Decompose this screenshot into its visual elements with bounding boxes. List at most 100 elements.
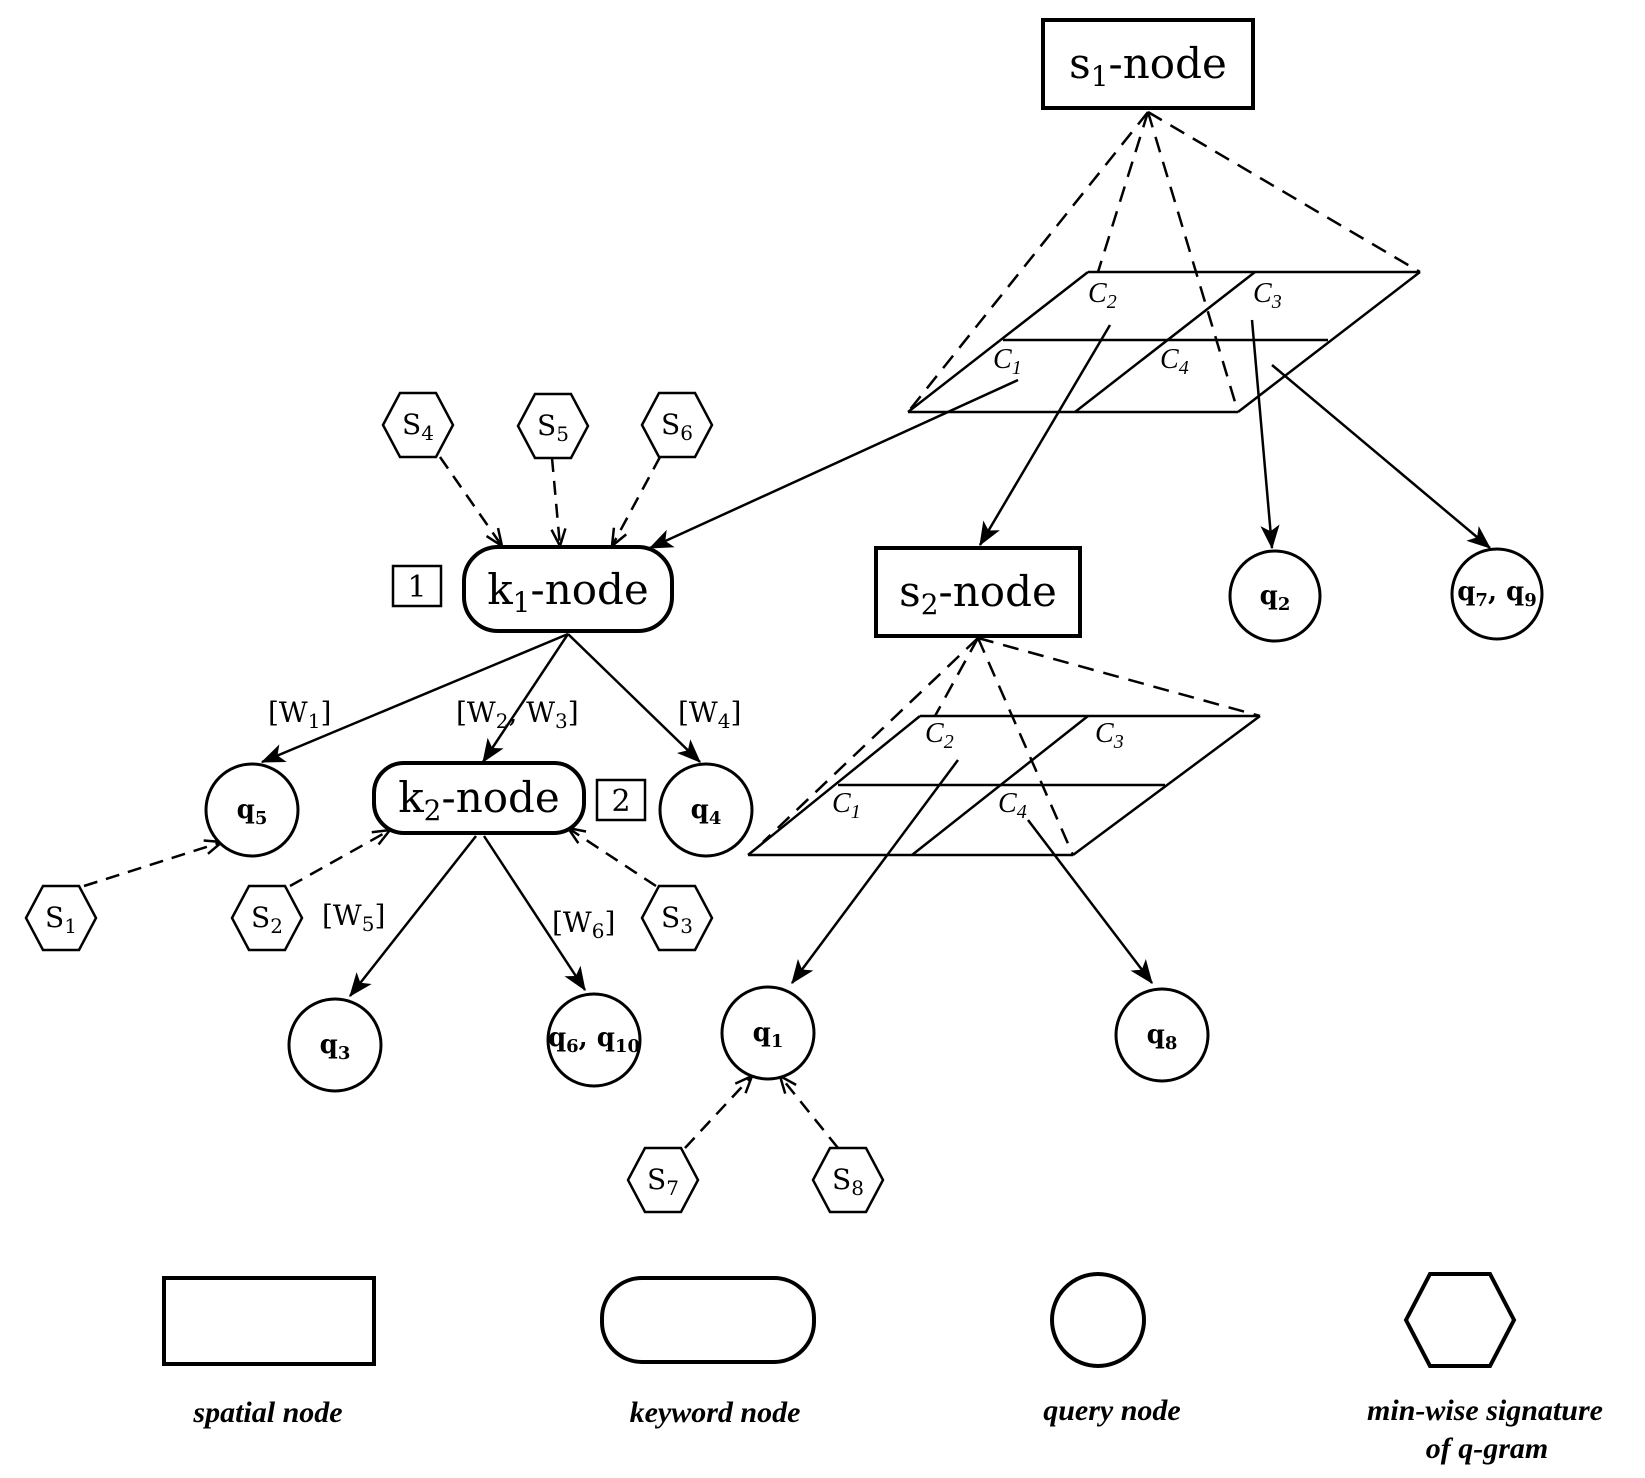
signature-s3-hexagon <box>640 884 714 952</box>
edge-s8-to-q1 <box>780 1076 839 1149</box>
upper-cell-c3: C3 <box>1253 278 1282 313</box>
upper-cell-c1: C1 <box>993 344 1022 379</box>
upper-grid-center-edge <box>1074 271 1256 413</box>
lower-grid <box>747 714 1261 857</box>
signature-s7-label: S7 <box>647 1163 679 1200</box>
signature-s2-label: S2 <box>251 901 283 938</box>
s1-dash-c2 <box>1096 111 1150 273</box>
lower-grid-center-edge <box>911 715 1089 856</box>
query-node-q4-circle <box>658 762 754 858</box>
s2-dash-bottom-right <box>976 637 1075 856</box>
edge-c3-to-q2 <box>1250 319 1280 550</box>
signature-s8-hexagon <box>811 1146 885 1214</box>
query-node-q2: q2 <box>1228 549 1322 643</box>
upper-cell-c2: C2 <box>1088 278 1117 313</box>
signature-s6-label: S6 <box>661 408 693 445</box>
signature-edges <box>83 456 839 1149</box>
query-node-q8: q8 <box>1114 987 1210 1083</box>
edge-s5-to-k1 <box>552 457 560 546</box>
s2-node-label: s2-node <box>899 567 1057 621</box>
signature-s4-hexagon <box>381 391 455 459</box>
edge-labels: [W1] [W2, W3] [W4] [W5] [W6] <box>268 696 741 943</box>
k1-node: k1-node 1 <box>391 545 674 633</box>
signature-s1-hexagon <box>24 884 98 952</box>
s1-dash-top-right <box>1147 110 1421 274</box>
signature-s1-label: S1 <box>45 901 77 938</box>
query-node-q3-circle <box>287 997 383 1093</box>
query-node-q5-circle <box>204 762 300 858</box>
lower-grid-right-edge <box>1072 714 1261 857</box>
signature-s5-hexagon <box>516 392 590 460</box>
lower-cell-c3: C3 <box>1095 718 1124 753</box>
signature-s7: S7 <box>626 1146 700 1214</box>
legend-spatial-label: spatial node <box>192 1396 342 1429</box>
upper-grid-left-edge <box>907 271 1089 413</box>
query-node-q79-label: q7, q9 <box>1457 577 1537 611</box>
edge-c1-to-k1 <box>648 378 1019 550</box>
k1-node-label: k1-node <box>487 565 649 619</box>
lower-grid-left-edge <box>747 715 921 856</box>
edge-k1-to-k2 <box>481 633 570 763</box>
legend-signature-label-line2: of q-gram <box>1426 1432 1549 1465</box>
s1-node-label: s1-node <box>1069 39 1227 93</box>
signature-s3: S3 <box>640 884 714 952</box>
signature-s1: S1 <box>24 884 98 952</box>
edge-label-w5: [W5] <box>322 899 385 936</box>
lower-cell-c4: C4 <box>998 788 1027 823</box>
signature-s3-label: S3 <box>661 901 693 938</box>
s2-node-box <box>874 546 1082 638</box>
edge-s2-to-k2 <box>289 830 390 888</box>
upper-cell-labels: C2 C3 C1 C4 <box>993 278 1282 379</box>
signature-s8-label: S8 <box>832 1163 864 1200</box>
k2-number-box <box>595 778 647 822</box>
edge-s7-to-q1 <box>684 1076 752 1149</box>
solid-edges <box>260 319 1491 997</box>
legend-spatial-rect <box>162 1276 376 1366</box>
s1-dash-bottom-right <box>1146 111 1240 413</box>
edge-s6-to-k1 <box>612 456 662 546</box>
k1-number-box <box>391 564 443 608</box>
signature-s2: S2 <box>230 884 304 952</box>
query-node-q610-circle <box>546 992 642 1088</box>
lower-cell-c1: C1 <box>832 788 861 823</box>
k2-node-box <box>372 761 586 835</box>
k1-number: 1 <box>407 570 426 605</box>
legend-signature-label-line1: min-wise signature <box>1367 1394 1603 1427</box>
query-node-q1-circle <box>720 985 816 1081</box>
edge-c2-to-s2 <box>978 324 1112 547</box>
upper-cell-c4: C4 <box>1160 344 1189 379</box>
upper-grid-dashes <box>907 110 1421 413</box>
signature-s5-label: S5 <box>537 409 569 446</box>
lower-cell-labels: C2 C3 C1 C4 <box>832 718 1124 823</box>
s2-dash-c2 <box>933 637 980 717</box>
edge-c4-to-q8 <box>1027 819 1153 984</box>
signature-s5: S5 <box>516 392 590 460</box>
edge-k1-to-q5 <box>260 632 569 764</box>
query-node-q2-circle <box>1228 549 1322 643</box>
s2-dash-top-right <box>977 636 1261 718</box>
query-node-q610-label: q6, q10 <box>548 1023 640 1057</box>
signature-s6-hexagon <box>640 391 714 459</box>
query-node-q3: q3 <box>287 997 383 1093</box>
edge-c2-to-q1 <box>790 759 960 984</box>
query-node-q5-label: q5 <box>237 795 268 829</box>
legend-query-circle <box>1050 1272 1146 1368</box>
edge-label-w4: [W4] <box>678 696 741 733</box>
legend-keyword-rounded-rect <box>600 1276 816 1364</box>
lower-cell-c2: C2 <box>925 718 954 753</box>
s1-node-box <box>1041 18 1255 110</box>
s2-node: s2-node <box>874 546 1082 638</box>
legend-keyword-label: keyword node <box>630 1396 801 1429</box>
edge-s4-to-k1 <box>438 456 502 546</box>
k2-number: 2 <box>611 784 630 819</box>
edge-label-w6: [W6] <box>552 906 615 943</box>
edge-s1-to-q5 <box>83 842 222 888</box>
edge-k2-to-q610 <box>482 835 587 992</box>
legend-signature-hexagon <box>1403 1272 1517 1368</box>
k2-node-label: k2-node <box>398 773 560 827</box>
query-node-q5: q5 <box>204 762 300 858</box>
s1-node: s1-node <box>1041 18 1255 110</box>
query-node-q8-label: q8 <box>1147 1020 1178 1054</box>
edge-k1-to-q4 <box>567 633 701 763</box>
query-node-q1-label: q1 <box>753 1018 784 1052</box>
